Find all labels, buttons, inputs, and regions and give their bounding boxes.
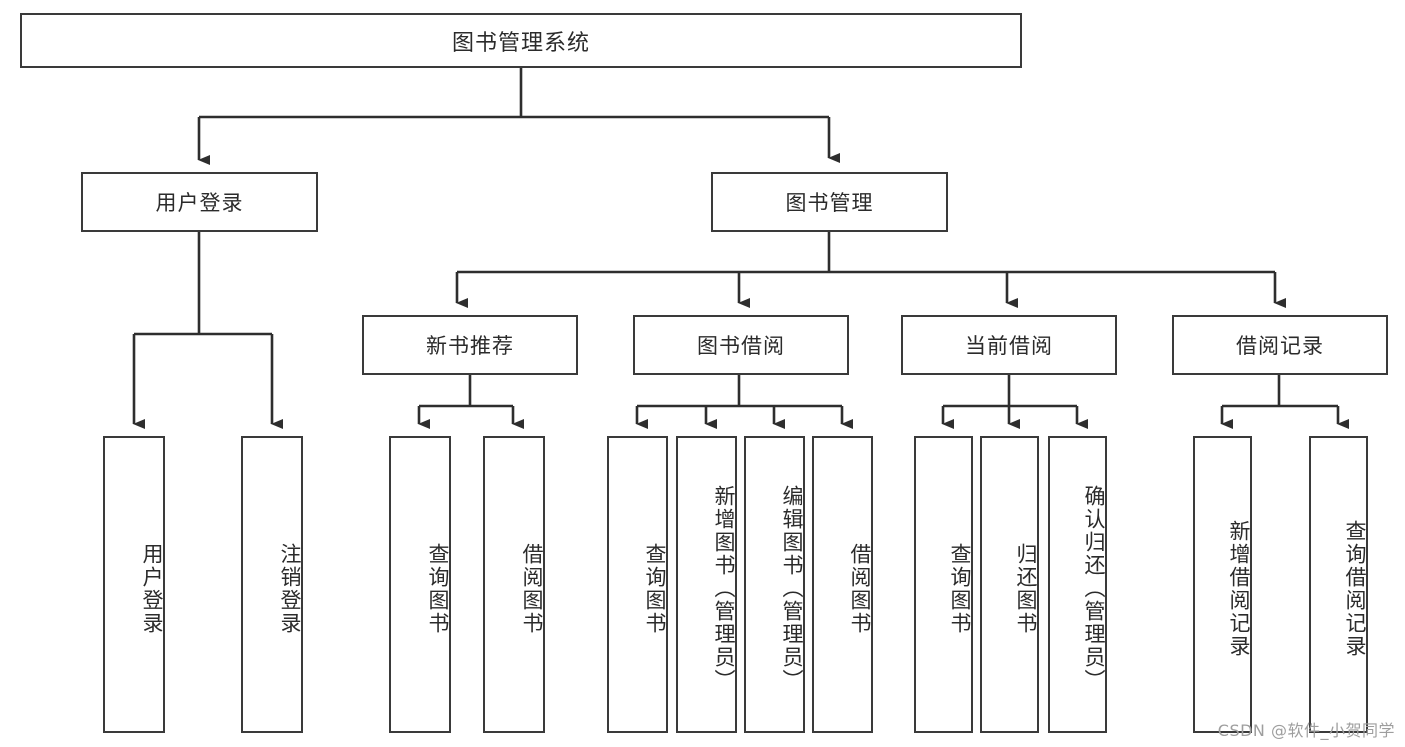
leaf-borrow-book-recommend-label: 借阅图书 xyxy=(520,542,544,635)
node-user-login[interactable]: 用户登录 xyxy=(81,172,318,232)
node-new-book-recommend[interactable]: 新书推荐 xyxy=(362,315,578,375)
leaf-add-borrow-record[interactable]: 新增借阅记录 xyxy=(1193,436,1252,733)
leaf-edit-book-admin[interactable]: 编辑图书（管理员） xyxy=(744,436,805,733)
leaf-edit-book-admin-label: 编辑图书（管理员） xyxy=(780,485,804,692)
leaf-user-login[interactable]: 用户登录 xyxy=(103,436,165,733)
leaf-confirm-return-admin-label: 确认归还（管理员） xyxy=(1082,485,1106,692)
leaf-add-book-admin[interactable]: 新增图书（管理员） xyxy=(676,436,737,733)
node-book-management[interactable]: 图书管理 xyxy=(711,172,948,232)
node-root[interactable]: 图书管理系统 xyxy=(20,13,1022,68)
leaf-logout[interactable]: 注销登录 xyxy=(241,436,303,733)
leaf-return-book-label: 归还图书 xyxy=(1014,542,1038,635)
leaf-confirm-return-admin[interactable]: 确认归还（管理员） xyxy=(1048,436,1107,733)
leaf-query-book-recommend-label: 查询图书 xyxy=(426,542,450,635)
watermark: CSDN @软件_小贺同学 xyxy=(1217,721,1395,740)
node-book-management-label: 图书管理 xyxy=(785,191,874,215)
node-current-borrow[interactable]: 当前借阅 xyxy=(901,315,1117,375)
node-root-label: 图书管理系统 xyxy=(451,30,590,56)
leaf-borrow-book[interactable]: 借阅图书 xyxy=(812,436,873,733)
node-user-login-label: 用户登录 xyxy=(155,191,244,215)
leaf-return-book[interactable]: 归还图书 xyxy=(980,436,1039,733)
leaf-logout-label: 注销登录 xyxy=(278,542,302,635)
leaf-add-book-admin-label: 新增图书（管理员） xyxy=(712,485,736,692)
leaf-query-book-recommend[interactable]: 查询图书 xyxy=(389,436,451,733)
leaf-query-book-current-label: 查询图书 xyxy=(948,542,972,635)
node-borrow-record-label: 借阅记录 xyxy=(1236,334,1324,358)
leaf-query-book-borrow-label: 查询图书 xyxy=(643,542,667,635)
leaf-add-borrow-record-label: 新增借阅记录 xyxy=(1227,519,1251,658)
leaf-user-login-label: 用户登录 xyxy=(140,542,164,635)
leaf-query-borrow-record-label: 查询借阅记录 xyxy=(1343,519,1367,658)
node-book-borrow[interactable]: 图书借阅 xyxy=(633,315,849,375)
node-current-borrow-label: 当前借阅 xyxy=(965,334,1053,358)
node-book-borrow-label: 图书借阅 xyxy=(697,334,785,358)
node-borrow-record[interactable]: 借阅记录 xyxy=(1172,315,1388,375)
leaf-borrow-book-label: 借阅图书 xyxy=(848,542,872,635)
leaf-query-borrow-record[interactable]: 查询借阅记录 xyxy=(1309,436,1368,733)
node-new-book-recommend-label: 新书推荐 xyxy=(426,334,514,358)
leaf-query-book-current[interactable]: 查询图书 xyxy=(914,436,973,733)
leaf-borrow-book-recommend[interactable]: 借阅图书 xyxy=(483,436,545,733)
leaf-query-book-borrow[interactable]: 查询图书 xyxy=(607,436,668,733)
